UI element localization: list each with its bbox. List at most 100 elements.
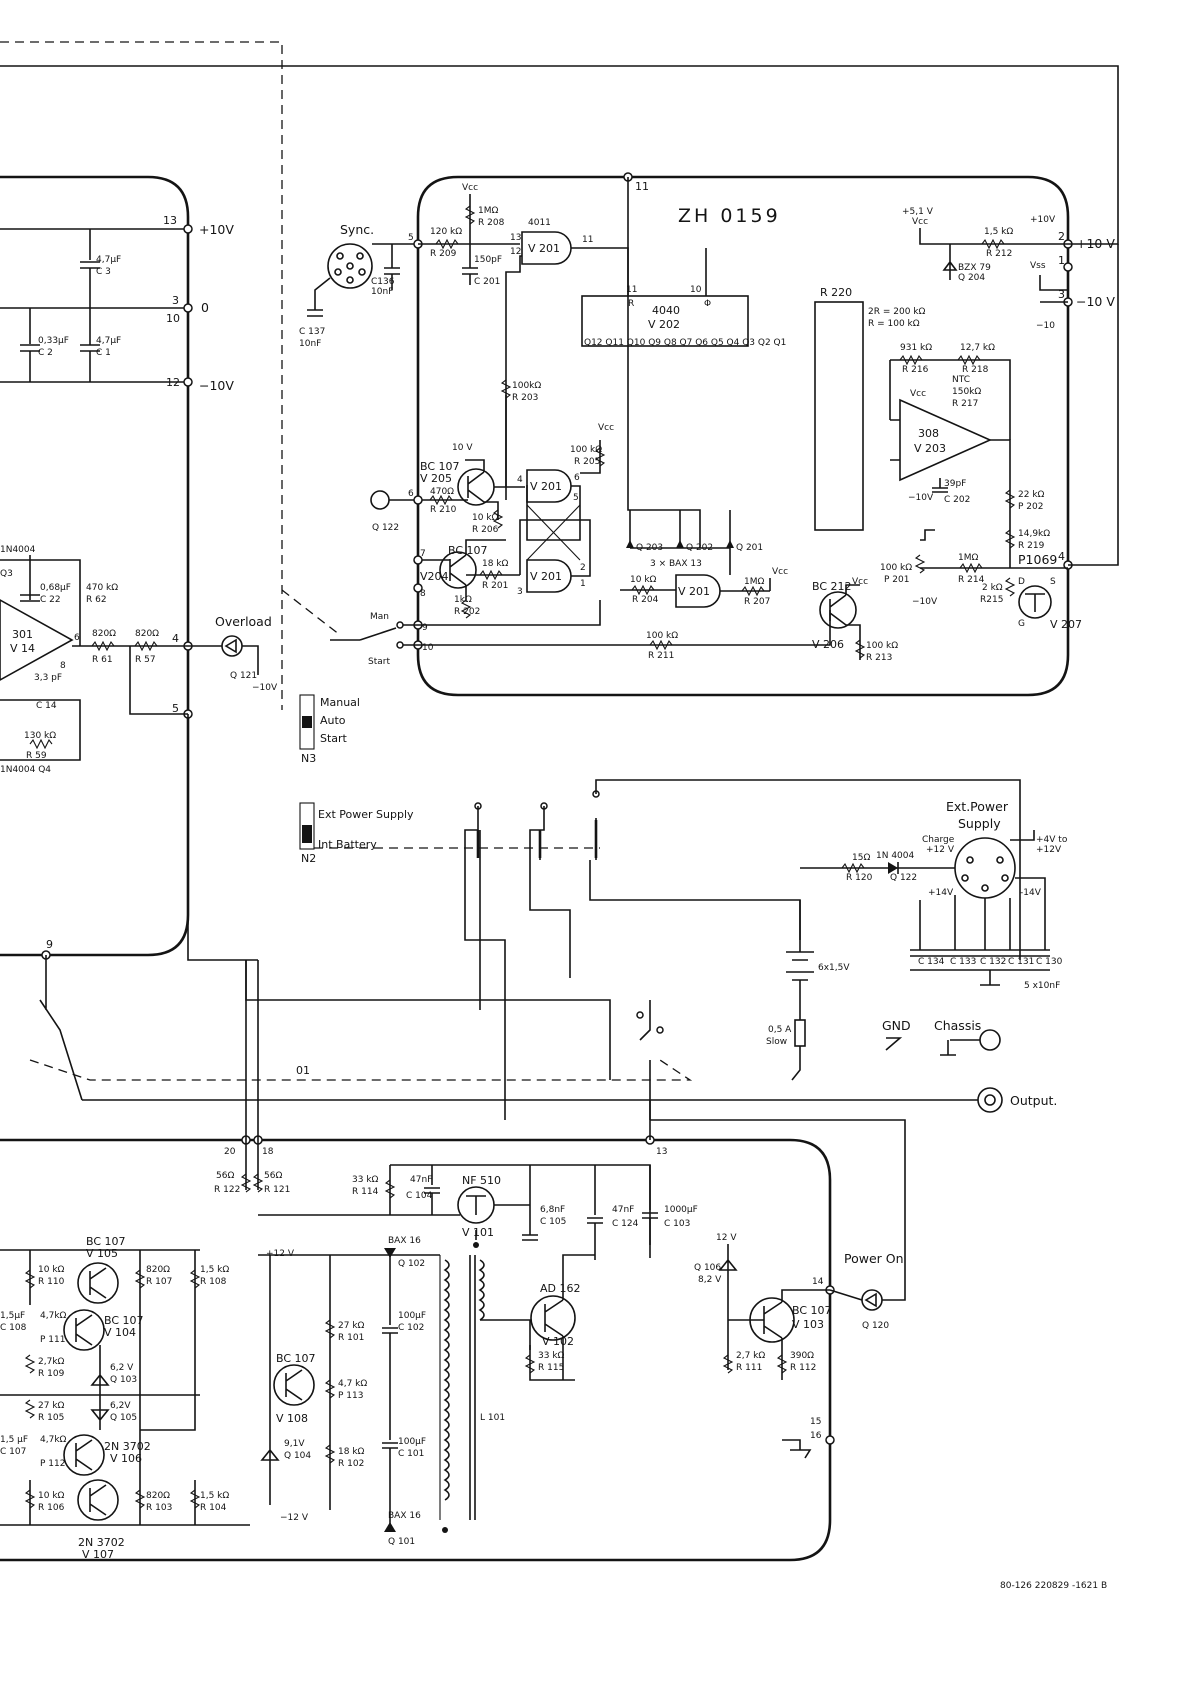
q104-value: 9,1V xyxy=(284,1439,305,1449)
c103-label: C 103 xyxy=(664,1219,690,1229)
pin-13-terminal xyxy=(183,224,193,234)
c104-label: C 104 xyxy=(406,1191,433,1201)
ext-power-supply-word: Supply xyxy=(958,816,1001,831)
r213-label: R 213 xyxy=(866,653,892,663)
vcc-label-3: Vcc xyxy=(598,423,614,433)
r57-label: R 57 xyxy=(135,655,156,665)
c137-value: 10nF xyxy=(299,339,321,349)
charge-voltage: +12 V xyxy=(926,845,955,855)
c104-value: 47nF xyxy=(410,1175,432,1185)
opamp-308 xyxy=(899,398,992,482)
line-01-label: 01 xyxy=(296,1064,310,1077)
c101-value: 100µF xyxy=(398,1437,426,1447)
r114-value: 33 kΩ xyxy=(352,1175,379,1185)
c103-value: 1000µF xyxy=(664,1205,698,1215)
v206-type: BC 212 xyxy=(812,580,852,593)
ext-v4to: +4V to xyxy=(1036,835,1068,845)
r57-value: 820Ω xyxy=(135,629,159,639)
r220-label: R 220 xyxy=(820,286,852,299)
pin-15-number: 15 xyxy=(810,1417,821,1427)
c137-label: C 137 xyxy=(299,327,325,337)
r213-value: 100 kΩ xyxy=(866,641,898,651)
rail-minus-10v-p201: −10V xyxy=(912,597,938,607)
rail-12v-v103: 12 V xyxy=(716,1233,737,1243)
pin-3-number: 3 xyxy=(172,294,179,307)
output-jack xyxy=(977,1087,1003,1113)
pin-7-number: 7 xyxy=(420,549,426,559)
v105-label: V 105 xyxy=(86,1247,118,1260)
r106-label: R 106 xyxy=(38,1503,65,1513)
r214-value: 1MΩ xyxy=(958,553,978,563)
switch-ext-power-label: Ext Power Supply xyxy=(318,808,414,821)
pin-10-number: 10 xyxy=(166,312,180,325)
left-module: 4,7µF C 3 4,7µF C 1 0,33µF C 2 13 3 10 1… xyxy=(0,175,234,960)
transistor-v107 xyxy=(77,1479,119,1521)
r115-value: 33 kΩ xyxy=(538,1351,565,1361)
svg-text:4: 4 xyxy=(517,475,523,485)
q121-label: Q 121 xyxy=(230,671,257,681)
c201-value: 150pF xyxy=(474,255,502,265)
r201-value: 18 kΩ xyxy=(482,559,509,569)
r101-value: 27 kΩ xyxy=(338,1321,365,1331)
transistor-v102 xyxy=(530,1295,576,1341)
r111-value: 2,7 kΩ xyxy=(736,1351,765,1361)
gate-v201-lower: V 201 xyxy=(530,570,562,583)
c3-value: 4,7µF xyxy=(96,255,121,265)
r209-label: R 209 xyxy=(430,249,457,259)
pin-13b-number: 13 xyxy=(656,1147,667,1157)
r204-value: 10 kΩ xyxy=(630,575,657,585)
r216-value: 931 kΩ xyxy=(900,343,932,353)
ladder-2r-value: 2R = 200 kΩ xyxy=(868,307,925,317)
r210-value: 470Ω xyxy=(430,487,454,497)
svg-text:Φ: Φ xyxy=(704,299,711,309)
gate-v201-upper: V 201 xyxy=(530,480,562,493)
r111-label: R 111 xyxy=(736,1363,762,1373)
power-on-label: Power On xyxy=(844,1251,904,1266)
r120-label: R 120 xyxy=(846,873,873,883)
pin-8-number: 8 xyxy=(420,589,426,599)
v106-type: 2N 3702 xyxy=(104,1440,151,1453)
r121-value: 56Ω xyxy=(264,1171,282,1181)
r220-ladder xyxy=(814,301,864,531)
transistor-v106 xyxy=(63,1434,105,1476)
pin-4b-number: 4 xyxy=(1058,550,1065,563)
power-module: 20 18 13 14 15 16 56Ω R 122 56Ω R 121 33… xyxy=(0,960,835,1562)
q201-label: Q 201 xyxy=(736,543,763,553)
r62-value: 470 kΩ xyxy=(86,583,118,593)
switch-n2-label: N2 xyxy=(301,852,316,865)
r219-label: R 219 xyxy=(1018,541,1045,551)
q103-label: Q 103 xyxy=(110,1375,137,1385)
r215-value: 2 kΩ xyxy=(982,583,1003,593)
r108-label: R 108 xyxy=(200,1277,227,1287)
c202-label: C 202 xyxy=(944,495,970,505)
r215-label: R215 xyxy=(980,595,1003,605)
v104-label: V 104 xyxy=(104,1326,136,1339)
ext-plus14v: +14V xyxy=(928,888,954,898)
r218-value: 12,7 kΩ xyxy=(960,343,995,353)
c105-label: C 105 xyxy=(540,1217,566,1227)
p111-value: 4,7kΩ xyxy=(40,1311,67,1321)
battery-and-fuse: 6x1,5V 0,5 A Slow xyxy=(766,900,850,1081)
r203-value: 100kΩ xyxy=(512,381,541,391)
r219-value: 14,9kΩ xyxy=(1018,529,1050,539)
r216-label: R 216 xyxy=(902,365,929,375)
q3-type: 1N4004 xyxy=(0,545,36,555)
v106-label: V 106 xyxy=(110,1452,142,1465)
rail-minus-10v-overload: −10V xyxy=(252,683,278,693)
r61-label: R 61 xyxy=(92,655,113,665)
pin-13-number: 13 xyxy=(163,214,177,227)
svg-text:5: 5 xyxy=(573,493,579,503)
p1069-label: P1069 xyxy=(1018,552,1057,567)
pin-12-terminal xyxy=(183,377,193,387)
pin-10b-number: 10 xyxy=(422,643,434,653)
dashed-link-top xyxy=(0,41,283,710)
q101-label: Q 101 xyxy=(388,1537,415,1547)
bax16a-type: BAX 16 xyxy=(388,1236,421,1246)
v103-label: V 103 xyxy=(792,1318,824,1331)
opamp-308-type: 308 xyxy=(918,427,939,440)
svg-text:6: 6 xyxy=(74,633,80,643)
power-switch-contacts xyxy=(464,779,1021,1120)
svg-text:R: R xyxy=(628,299,634,309)
transistor-v104 xyxy=(63,1309,105,1351)
